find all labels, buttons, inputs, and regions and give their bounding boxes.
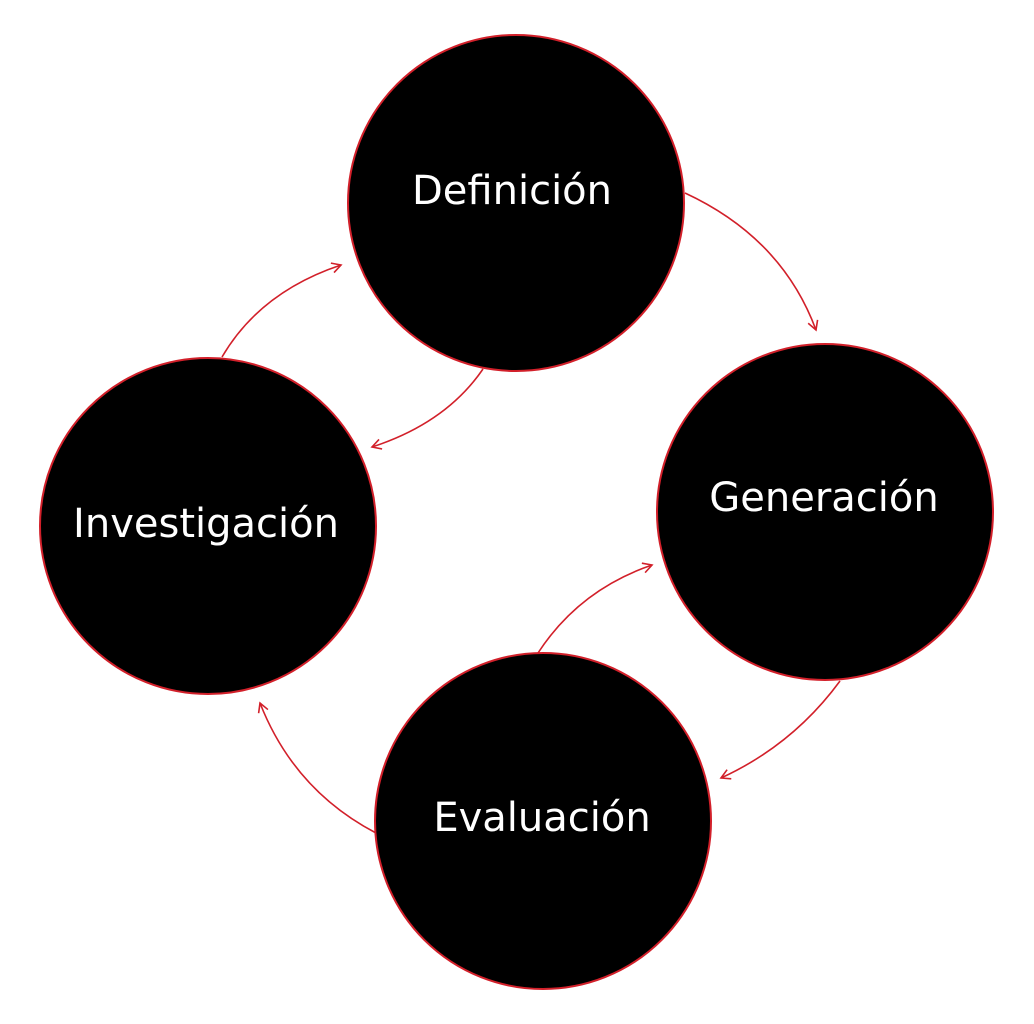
node-investigacion-circle bbox=[39, 357, 377, 695]
node-generacion-circle bbox=[656, 343, 994, 681]
node-evaluacion: Evaluación bbox=[374, 652, 712, 990]
node-definicion-label: Definición bbox=[412, 168, 612, 214]
node-investigacion: Investigación bbox=[39, 357, 377, 695]
node-generacion-label: Generación bbox=[709, 475, 938, 521]
node-evaluacion-label: Evaluación bbox=[433, 795, 650, 841]
node-definicion-circle bbox=[347, 34, 685, 372]
node-investigacion-label: Investigación bbox=[73, 501, 339, 547]
arrow-generacion-to-evaluacion bbox=[719, 680, 841, 780]
arrow-definicion-to-investigacion bbox=[370, 368, 484, 450]
node-generacion: Generación bbox=[656, 343, 994, 681]
node-evaluacion-circle bbox=[374, 652, 712, 990]
node-definicion: Definición bbox=[347, 34, 685, 372]
arrow-evaluacion-to-generacion bbox=[537, 562, 654, 654]
arrow-definicion-to-generacion bbox=[684, 192, 819, 332]
arrow-investigacion-to-definicion bbox=[221, 262, 343, 358]
arrow-evaluacion-to-investigacion bbox=[257, 701, 377, 834]
